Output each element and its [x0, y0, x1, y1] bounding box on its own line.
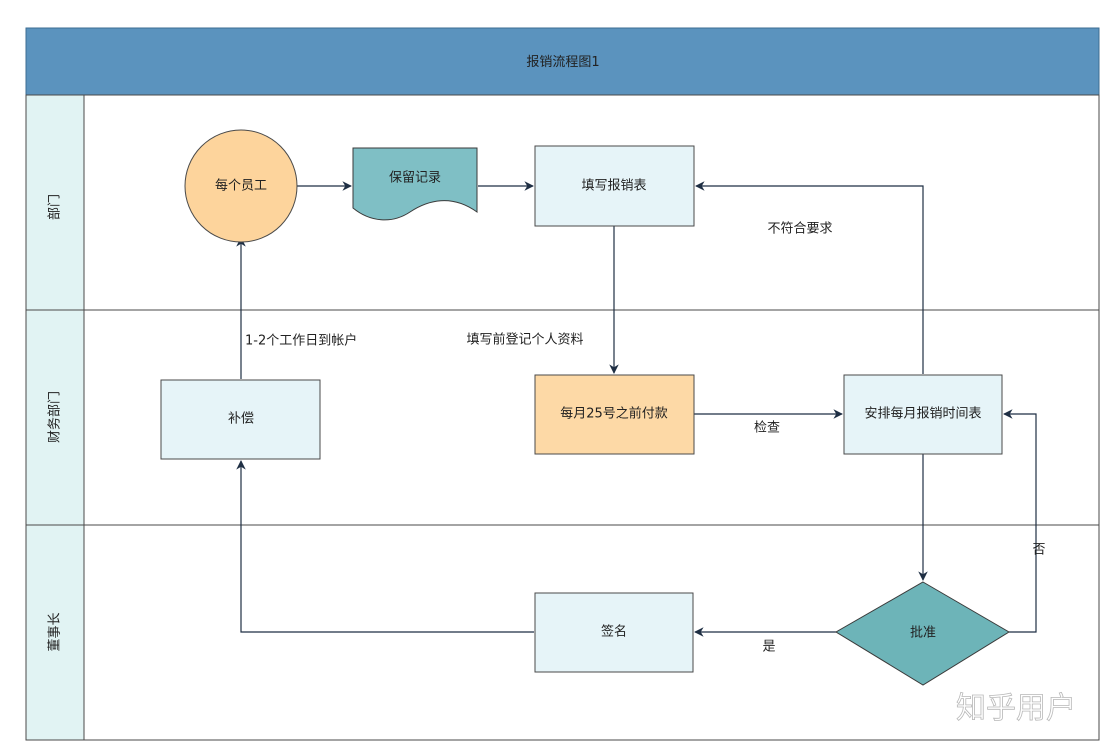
lane-label-finance: 财务部门 [47, 391, 63, 443]
watermark: 知乎用户 [956, 691, 1076, 726]
node-compensate [160, 379, 321, 460]
edge-label-not-meet: 不符合要求 [767, 221, 832, 237]
title-bar [25, 27, 1100, 96]
node-fill-form-label: 填写报销表 [581, 179, 646, 194]
lane-label-chairman: 董事长 [48, 612, 63, 651]
edge-sign-to-compensate [236, 460, 534, 633]
node-approve [835, 581, 1010, 686]
node-keep-record [352, 147, 478, 221]
lane-header-department [25, 94, 85, 311]
edge-label-check: 检查 [754, 421, 780, 436]
node-keep-record-label: 保留记录 [389, 171, 441, 186]
node-sign-label: 签名 [601, 624, 627, 640]
node-pay-before-25-label: 每月25号之前付款 [560, 406, 668, 422]
node-compensate-label: 补偿 [228, 412, 254, 427]
edge-label-yes: 是 [762, 640, 775, 655]
node-employee [184, 129, 298, 243]
node-pay-before-25 [534, 374, 695, 455]
node-approve-label: 批准 [910, 626, 936, 641]
edge-label-no: 否 [1032, 543, 1045, 558]
diagram-title: 报销流程图1 [526, 55, 599, 70]
edge-approve-no [1003, 409, 1037, 633]
lane-header-chairman [25, 524, 85, 741]
node-schedule [843, 374, 1003, 455]
node-schedule-label: 安排每月报销时间表 [864, 406, 981, 422]
lane-header-finance [25, 309, 85, 526]
edge-label-workdays: 1-2个工作日到帐户 [245, 333, 357, 349]
lane-label-department: 部门 [48, 194, 63, 220]
edge-label-fill-personal-info: 填写前登记个人资料 [466, 332, 583, 348]
node-sign [534, 592, 694, 673]
node-fill-form [534, 145, 695, 227]
edge-schedule-to-form [695, 181, 924, 374]
node-employee-label: 每个员工 [215, 178, 267, 194]
